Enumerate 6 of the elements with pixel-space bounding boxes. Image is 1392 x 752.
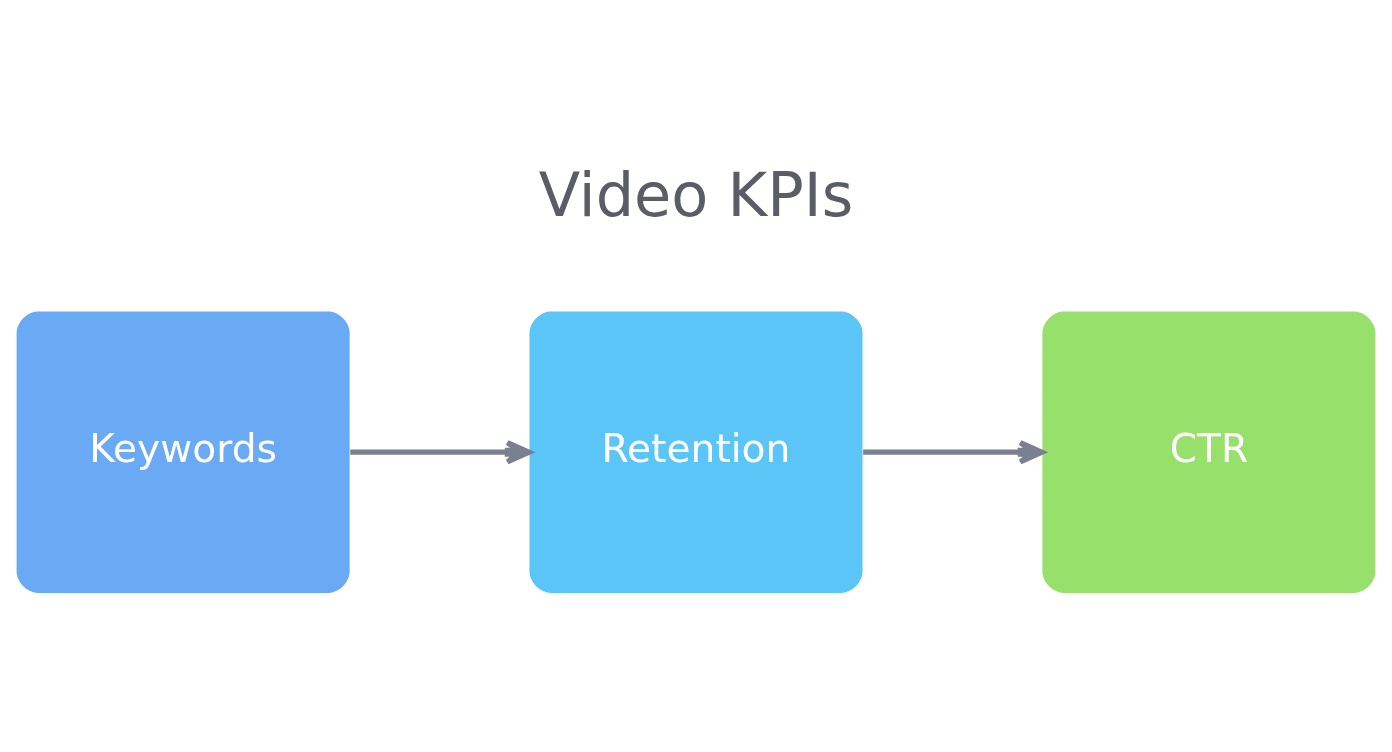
arrow bbox=[863, 439, 1045, 464]
node-box: Retention bbox=[529, 311, 863, 593]
arrow bbox=[350, 439, 532, 464]
diagram-title: Video KPIs bbox=[538, 159, 854, 230]
node-box: CTR bbox=[1042, 311, 1376, 593]
node-box: Keywords bbox=[16, 311, 350, 593]
